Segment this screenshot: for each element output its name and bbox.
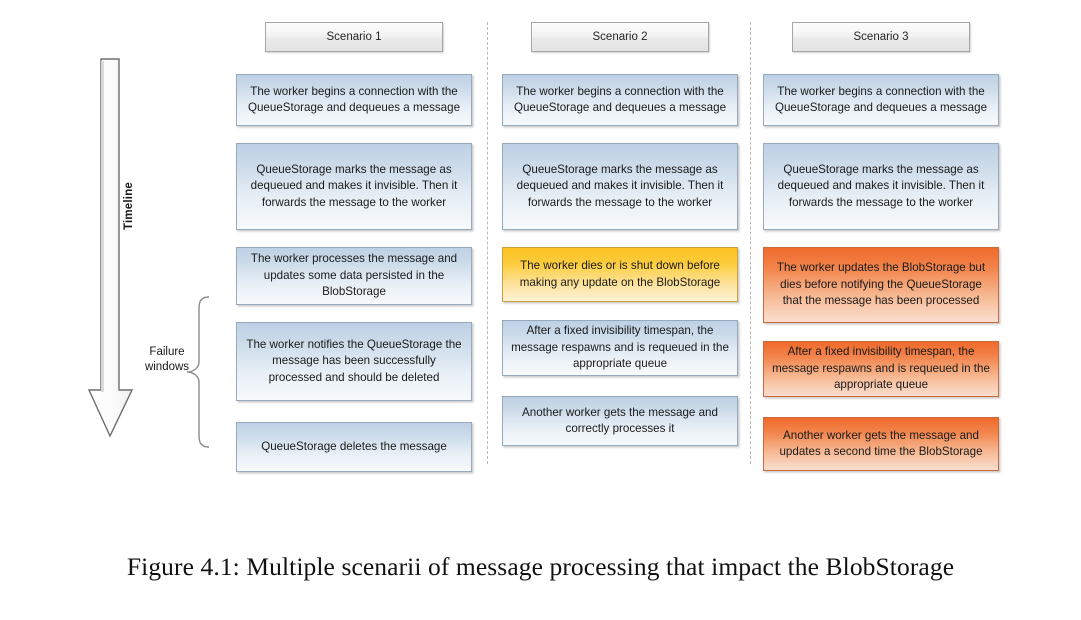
step-box-text: The worker begins a connection with the … (774, 84, 988, 115)
step-box[interactable]: QueueStorage deletes the message (236, 422, 472, 472)
step-box-text: Another worker gets the message and upda… (779, 428, 983, 459)
column-separator-1 (487, 22, 488, 464)
column-separator-2 (750, 22, 751, 464)
step-box[interactable]: The worker begins a connection with the … (763, 74, 999, 126)
step-box[interactable]: The worker notifies the QueueStorage the… (236, 322, 472, 401)
step-box-text: The worker begins a connection with the … (247, 84, 461, 115)
step-box-text: QueueStorage marks the message as dequeu… (777, 162, 985, 209)
scenario-header-3[interactable]: Scenario 3 (792, 22, 970, 52)
failure-windows-label-line2: windows (144, 361, 190, 373)
step-box[interactable]: The worker begins a connection with the … (236, 74, 472, 126)
failure-windows-label-line1: Failure (149, 346, 185, 358)
scenario-column-2: Scenario 2 The worker begins a connectio… (502, 22, 738, 446)
step-box-text: The worker processes the message and upd… (250, 252, 458, 299)
step-box-text: The worker dies or is shut down before m… (519, 259, 721, 289)
failure-windows-brace-icon (182, 296, 210, 448)
timeline-label: Timeline (123, 181, 135, 231)
scenario-steps-3: The worker begins a connection with the … (763, 74, 999, 471)
step-box[interactable]: QueueStorage marks the message as dequeu… (763, 143, 999, 230)
step-box[interactable]: The worker processes the message and upd… (236, 247, 472, 305)
step-box-text: Another worker gets the message and corr… (522, 405, 718, 436)
step-box-text: The worker updates the BlobStorage but d… (776, 261, 986, 308)
step-box-text: QueueStorage deletes the message (261, 439, 447, 453)
scenario-header-1[interactable]: Scenario 1 (265, 22, 443, 52)
step-box-text: QueueStorage marks the message as dequeu… (250, 162, 458, 209)
scenario-steps-1: The worker begins a connection with the … (236, 74, 472, 472)
step-box[interactable]: After a fixed invisibility timespan, the… (502, 320, 738, 376)
scenario-column-3: Scenario 3 The worker begins a connectio… (763, 22, 999, 471)
step-box-text: The worker notifies the QueueStorage the… (246, 337, 462, 384)
step-box-text: The worker begins a connection with the … (513, 84, 727, 115)
step-box[interactable]: The worker begins a connection with the … (502, 74, 738, 126)
step-box[interactable]: Another worker gets the message and corr… (502, 396, 738, 446)
failure-windows-label: Failure windows (128, 345, 206, 375)
step-box[interactable]: The worker updates the BlobStorage but d… (763, 247, 999, 323)
scenario-column-1: Scenario 1 The worker begins a connectio… (236, 22, 472, 472)
step-box-text: After a fixed invisibility timespan, the… (772, 345, 990, 392)
figure-caption: Figure 4.1: Multiple scenarii of message… (126, 552, 955, 581)
step-box[interactable]: QueueStorage marks the message as dequeu… (236, 143, 472, 230)
scenario-header-2[interactable]: Scenario 2 (531, 22, 709, 52)
scenario-steps-2: The worker begins a connection with the … (502, 74, 738, 446)
timeline-arrow-icon (87, 58, 136, 443)
step-box[interactable]: After a fixed invisibility timespan, the… (763, 341, 999, 397)
step-box-text: QueueStorage marks the message as dequeu… (516, 162, 724, 209)
step-box-text: After a fixed invisibility timespan, the… (511, 324, 729, 371)
step-box[interactable]: The worker dies or is shut down before m… (502, 247, 738, 302)
step-box[interactable]: QueueStorage marks the message as dequeu… (502, 143, 738, 230)
step-box[interactable]: Another worker gets the message and upda… (763, 417, 999, 471)
